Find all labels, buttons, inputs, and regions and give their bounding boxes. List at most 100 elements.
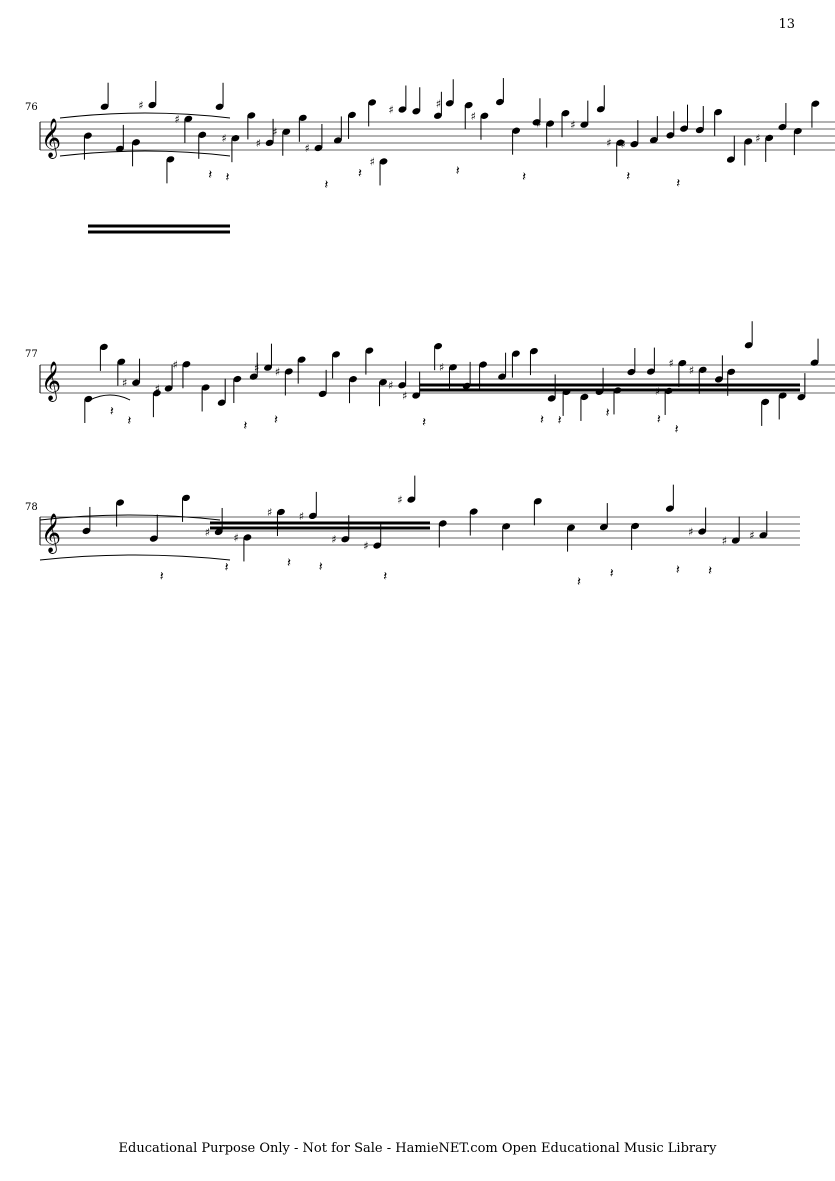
notehead xyxy=(233,375,242,383)
notehead xyxy=(778,123,787,131)
notehead xyxy=(308,512,317,520)
notehead xyxy=(349,376,357,383)
notehead xyxy=(333,137,342,144)
notehead xyxy=(297,356,306,363)
notehead xyxy=(264,364,272,371)
treble-clef-icon: 𝄞 xyxy=(41,361,61,402)
footer-text: Educational Purpose Only - Not for Sale … xyxy=(118,1141,717,1156)
notehead xyxy=(761,398,770,406)
notehead xyxy=(561,110,570,117)
notehead xyxy=(215,103,224,110)
rest-icon: 𝄽 xyxy=(324,178,328,193)
sharp-icon: ♯ xyxy=(138,99,143,112)
notehead xyxy=(277,508,285,516)
measure-number-77: 77 xyxy=(25,349,38,360)
notehead xyxy=(249,373,258,380)
notehead xyxy=(727,368,736,375)
notehead xyxy=(153,390,161,397)
notehead xyxy=(368,99,377,106)
notehead xyxy=(214,528,223,536)
sharp-icon: ♯ xyxy=(331,533,336,546)
notehead xyxy=(412,108,421,115)
rest-icon: 𝄽 xyxy=(558,413,562,428)
notehead xyxy=(438,520,447,527)
rest-icon: 𝄽 xyxy=(676,563,680,578)
notehead xyxy=(765,134,774,142)
notehead xyxy=(434,343,443,350)
notehead xyxy=(132,379,140,386)
sharp-icon: ♯ xyxy=(722,535,727,548)
tie-slur xyxy=(39,514,221,521)
notehead xyxy=(649,136,658,144)
notehead xyxy=(265,139,274,146)
notehead xyxy=(84,132,92,139)
rest-icon: 𝄽 xyxy=(383,570,387,585)
rest-icon: 𝄽 xyxy=(225,561,229,576)
notehead xyxy=(665,505,674,512)
sharp-icon: ♯ xyxy=(402,389,407,402)
sharp-icon: ♯ xyxy=(388,379,393,392)
sharp-icon: ♯ xyxy=(436,97,441,110)
rest-icon: 𝄽 xyxy=(708,564,712,579)
notehead xyxy=(616,139,625,146)
rest-icon: 𝄽 xyxy=(208,168,212,183)
rest-icon: 𝄽 xyxy=(319,560,323,575)
notehead xyxy=(731,537,740,544)
notehead xyxy=(407,496,416,503)
notehead xyxy=(379,379,387,386)
notehead xyxy=(744,342,753,349)
notehead xyxy=(666,132,675,139)
notehead xyxy=(631,522,640,530)
notehead xyxy=(678,359,687,367)
notehead xyxy=(512,350,520,357)
notehead xyxy=(479,361,487,368)
notehead xyxy=(99,343,108,351)
notehead xyxy=(182,361,191,368)
notehead xyxy=(480,112,489,119)
sharp-icon: ♯ xyxy=(749,529,754,542)
sharp-icon: ♯ xyxy=(267,506,272,519)
rest-icon: 𝄽 xyxy=(422,415,426,430)
notehead xyxy=(348,111,356,119)
notehead xyxy=(810,359,819,366)
notehead xyxy=(398,382,407,389)
sharp-icon: ♯ xyxy=(470,110,475,123)
sharp-icon: ♯ xyxy=(536,118,541,131)
sharp-icon: ♯ xyxy=(755,132,760,145)
notehead xyxy=(182,494,190,502)
sharp-icon: ♯ xyxy=(254,362,259,375)
tie-slur xyxy=(89,394,131,401)
notehead xyxy=(567,524,575,531)
notehead xyxy=(82,527,91,535)
notehead xyxy=(282,128,291,135)
notehead xyxy=(84,395,93,403)
measure-number-76: 76 xyxy=(25,102,38,113)
notehead xyxy=(201,384,210,391)
notehead xyxy=(217,399,226,406)
rest-icon: 𝄽 xyxy=(577,575,581,590)
rest-icon: 𝄽 xyxy=(287,556,291,571)
notehead xyxy=(530,347,538,355)
notehead xyxy=(449,364,457,371)
notehead xyxy=(646,368,655,375)
notehead xyxy=(412,392,421,399)
notehead xyxy=(198,131,207,138)
notehead xyxy=(100,103,109,110)
sharp-icon: ♯ xyxy=(606,137,611,150)
notehead xyxy=(532,119,541,126)
notehead xyxy=(379,158,388,165)
sharp-icon: ♯ xyxy=(397,494,402,507)
sharp-icon: ♯ xyxy=(233,531,238,544)
notehead xyxy=(117,358,126,365)
rest-icon: 𝄽 xyxy=(358,166,362,181)
notehead xyxy=(284,368,293,375)
notehead xyxy=(547,395,556,402)
rest-icon: 𝄽 xyxy=(610,567,614,582)
treble-clef-icon: 𝄞 xyxy=(41,513,61,554)
notehead xyxy=(498,373,506,380)
page-number: 13 xyxy=(778,17,795,32)
sharp-icon: ♯ xyxy=(174,113,179,126)
rest-icon: 𝄽 xyxy=(226,170,230,185)
tie-slur xyxy=(59,150,231,157)
